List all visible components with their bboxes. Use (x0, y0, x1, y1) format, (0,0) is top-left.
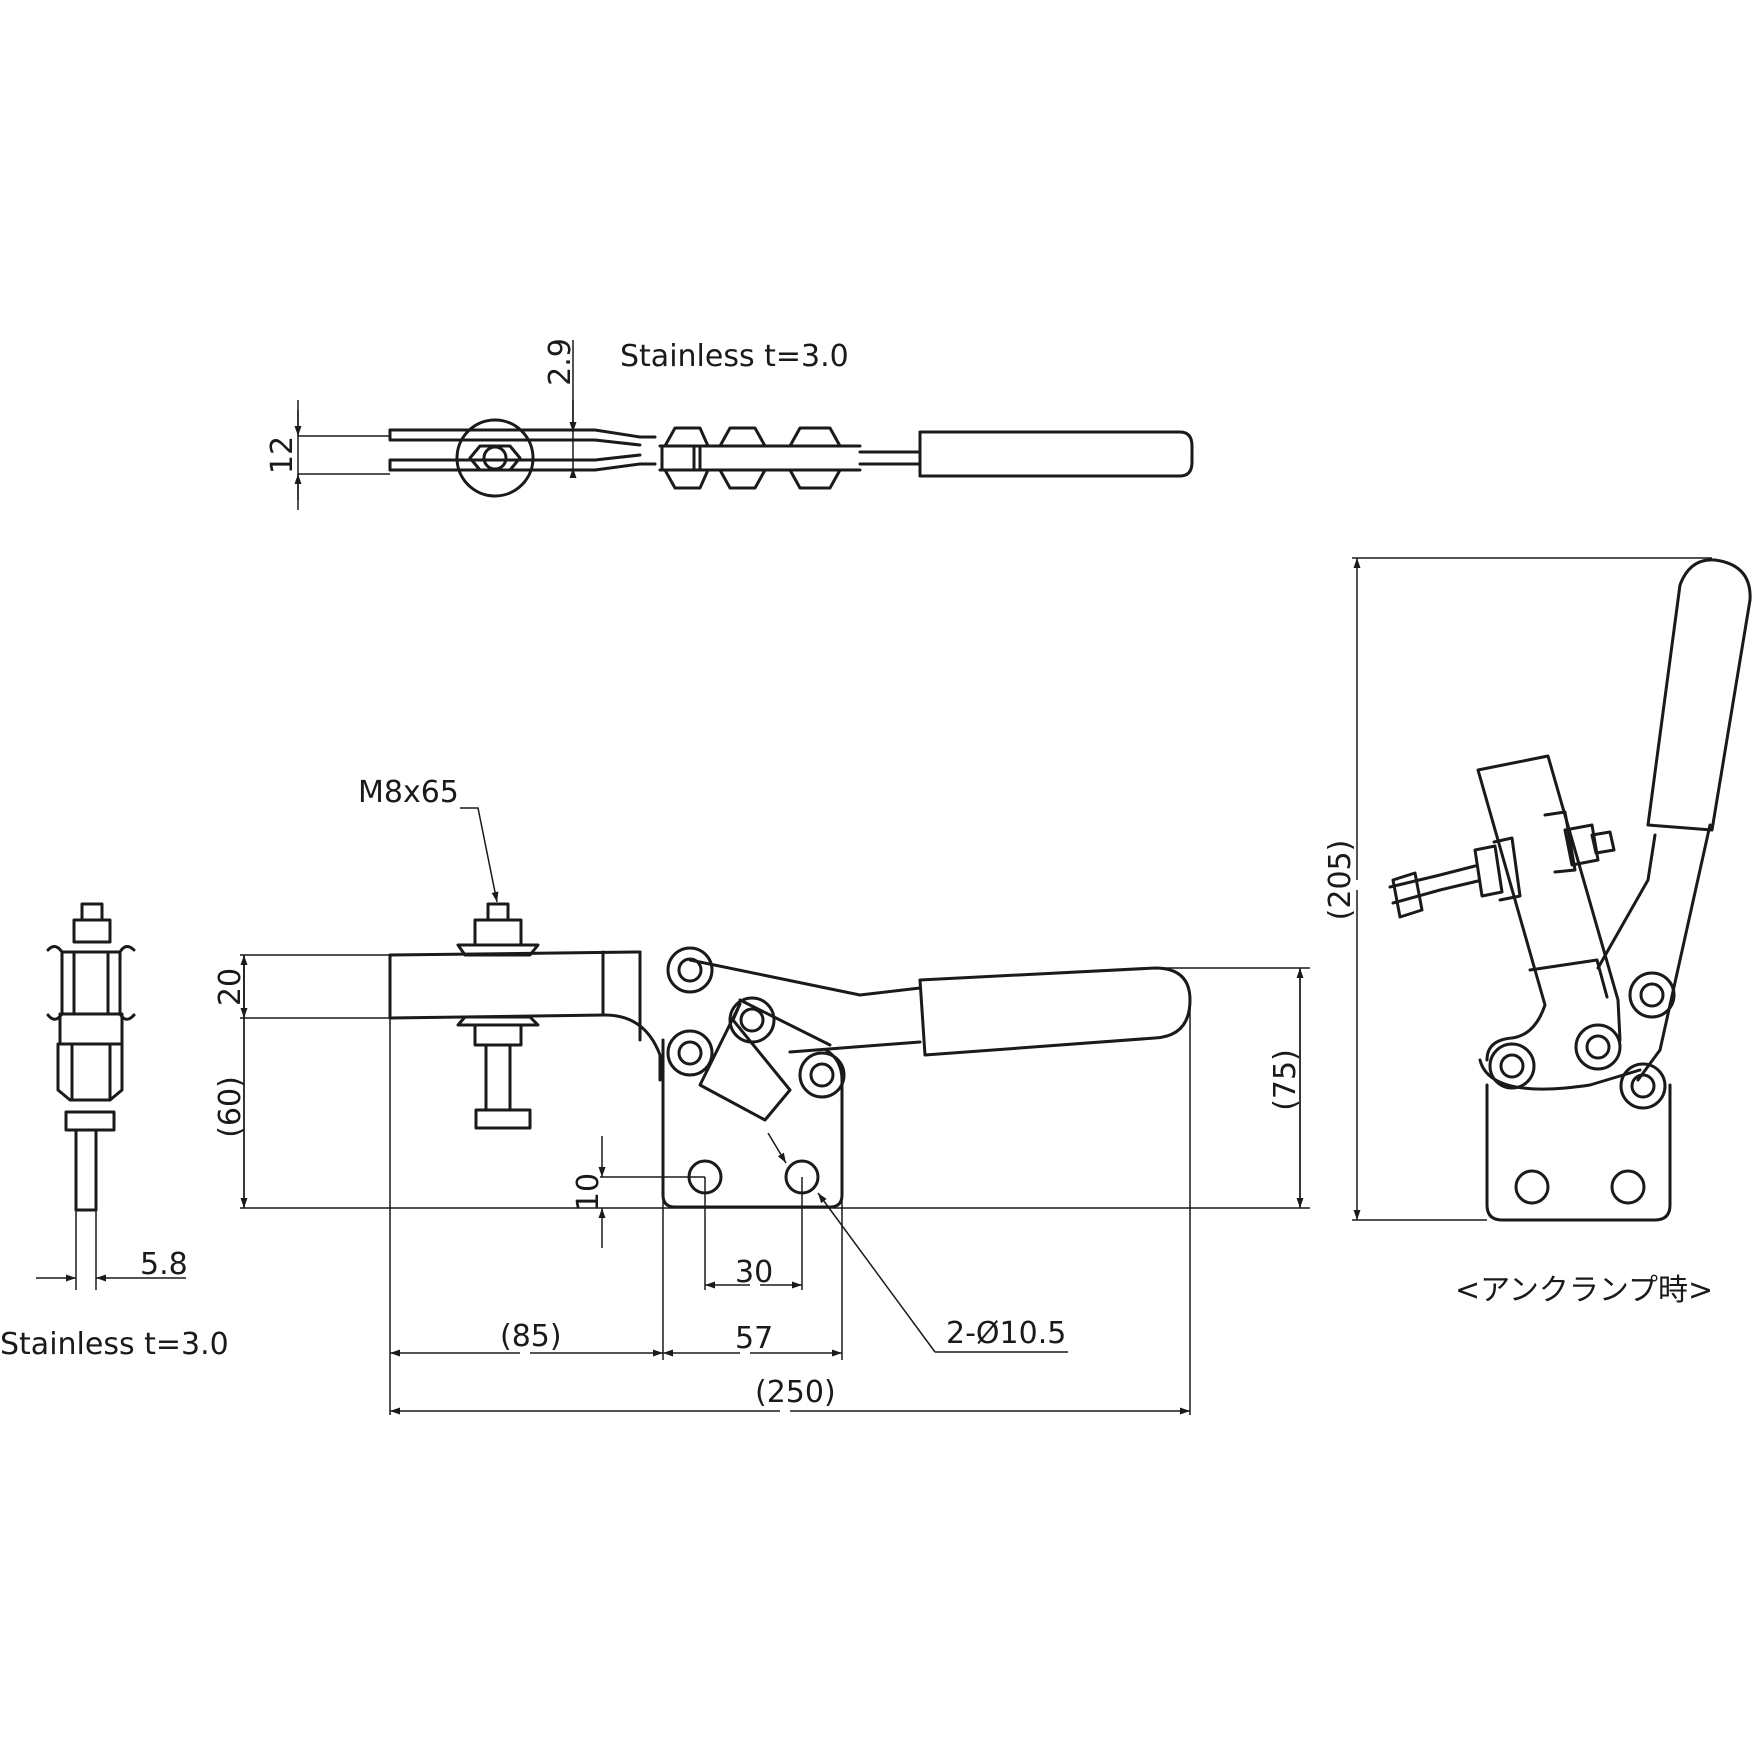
unclamp-base-plate (1485, 1083, 1672, 1222)
material-label-top: Stainless t=3.0 (620, 339, 849, 374)
base-plate (661, 1038, 844, 1209)
dim-57-label: 57 (735, 1321, 773, 1356)
holes-spec-label: 2-Ø10.5 (946, 1316, 1066, 1351)
dim-250-label: (250) (755, 1375, 836, 1410)
front-handle-grip (918, 966, 1192, 1057)
unclamp-caption: <アンクランプ時> (1455, 1273, 1713, 1308)
unclamp-view: (205) <アンクランプ時> (1323, 557, 1752, 1308)
pivot-blocks (658, 426, 862, 490)
unclamp-handle-grip (1646, 558, 1752, 832)
top-handle-grip (918, 430, 1194, 478)
dim-205-label: (205) (1323, 840, 1358, 921)
dim-85-label: (85) (500, 1319, 562, 1354)
top-view: 12 2.9 Stainless t=3.0 (265, 338, 1194, 510)
dim-60-label: (60) (213, 1076, 248, 1138)
dim-30-label: 30 (735, 1255, 773, 1290)
dim-75-label: (75) (1268, 1049, 1303, 1111)
side-view: 5.8 Stainless t=3.0 (0, 902, 229, 1362)
dim-10-label: 10 (571, 1173, 606, 1211)
dim-12-label: 12 (265, 436, 300, 474)
dim-20-label: 20 (213, 968, 248, 1006)
dim-2-9-label: 2.9 (543, 338, 578, 386)
material-label-side: Stainless t=3.0 (0, 1327, 229, 1362)
bolt-spec-label: M8x65 (358, 775, 459, 810)
dim-5-8-label: 5.8 (140, 1247, 188, 1282)
hex-nut-icon (455, 418, 535, 498)
front-view: M8x65 20 (60) (75) 10 (213, 775, 1310, 1415)
